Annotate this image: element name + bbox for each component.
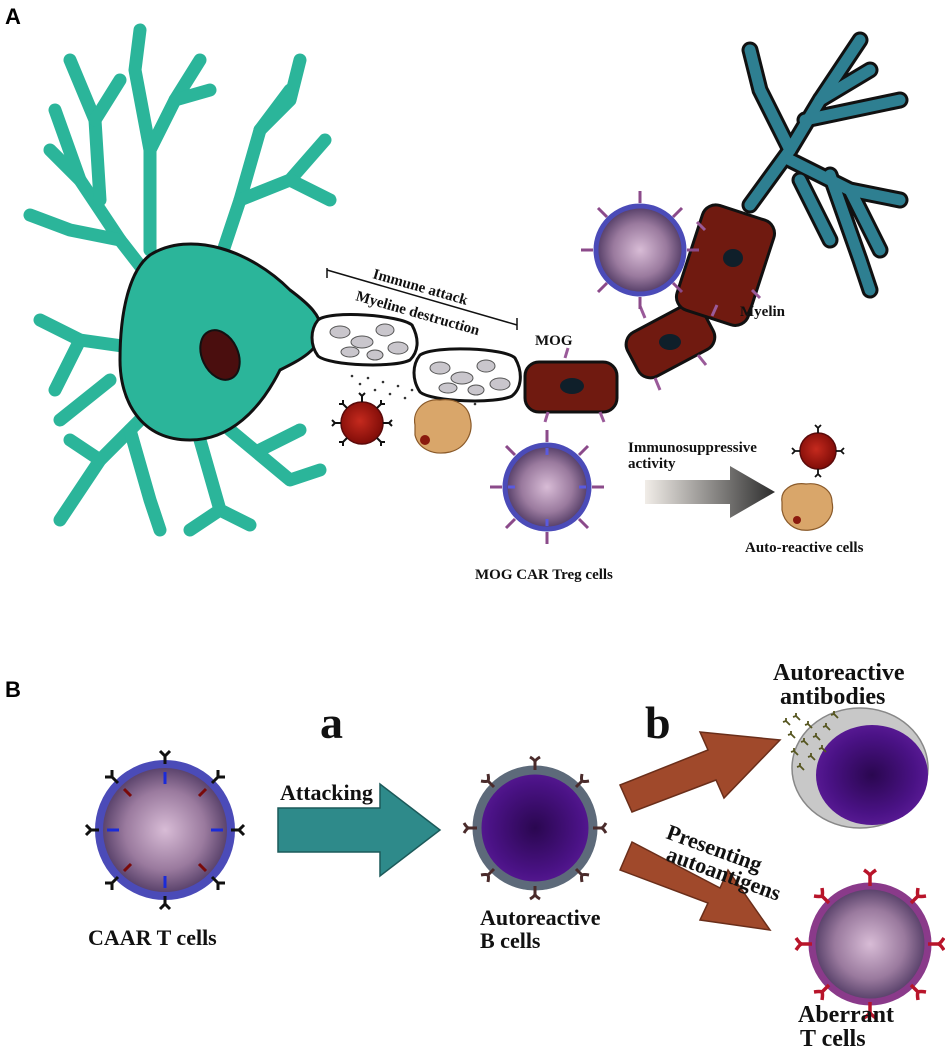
panel-b: B a b CAAR T c [5,660,945,1050]
label-aberrant-2: T cells [800,1026,866,1050]
attack-bracket [326,268,518,330]
immunosuppressive-arrow [645,466,775,518]
macrophage-right [781,483,834,531]
label-auto-reactive-cells: Auto-reactive cells [745,540,864,556]
panel-a: A [5,4,909,583]
panel-b-letter: B [5,677,21,702]
macrophage-left [413,399,472,454]
plasma-cell [782,707,929,829]
aberrant-t-cell [794,868,945,1020]
mog-car-treg-bottom [490,430,604,544]
label-mog-car-treg: MOG CAR Treg cells [475,567,613,583]
label-step-a: a [320,697,343,748]
presenting-arrow [619,840,772,931]
label-autoreactive-b-1: Autoreactive [480,905,601,930]
mog-car-treg-top [581,191,699,309]
caar-t-cell [84,749,246,911]
panel-a-letter: A [5,4,21,29]
autoreactive-t-cell-left [331,392,393,446]
antibody-cloud [782,711,839,771]
label-step-b: b [645,697,671,748]
label-immunosuppressive-1: Immunosuppressive [628,440,757,456]
label-autoreactive-b-2: B cells [480,928,541,953]
label-autoreactive-antibodies-2: antibodies [780,684,885,710]
label-attacking: Attacking [280,780,373,805]
neuron-axon-terminal [741,31,909,299]
autoreactive-t-cell-right [791,424,845,478]
neuron-nucleus [199,329,241,381]
label-aberrant-1: Aberrant [798,1002,894,1028]
label-caar-t-cells: CAAR T cells [88,925,217,950]
label-mog: MOG [535,333,573,349]
attacking-arrow [277,782,442,878]
label-myelin: Myelin [740,304,786,320]
neuron-cell-body [23,23,337,537]
mog-receptors [543,220,762,423]
antibodies-arrow [618,731,782,813]
autoreactive-b-cell [462,755,608,901]
label-immunosuppressive-2: activity [628,456,676,472]
damaged-myelin [310,313,522,403]
label-autoreactive-antibodies-1: Autoreactive [773,660,905,686]
